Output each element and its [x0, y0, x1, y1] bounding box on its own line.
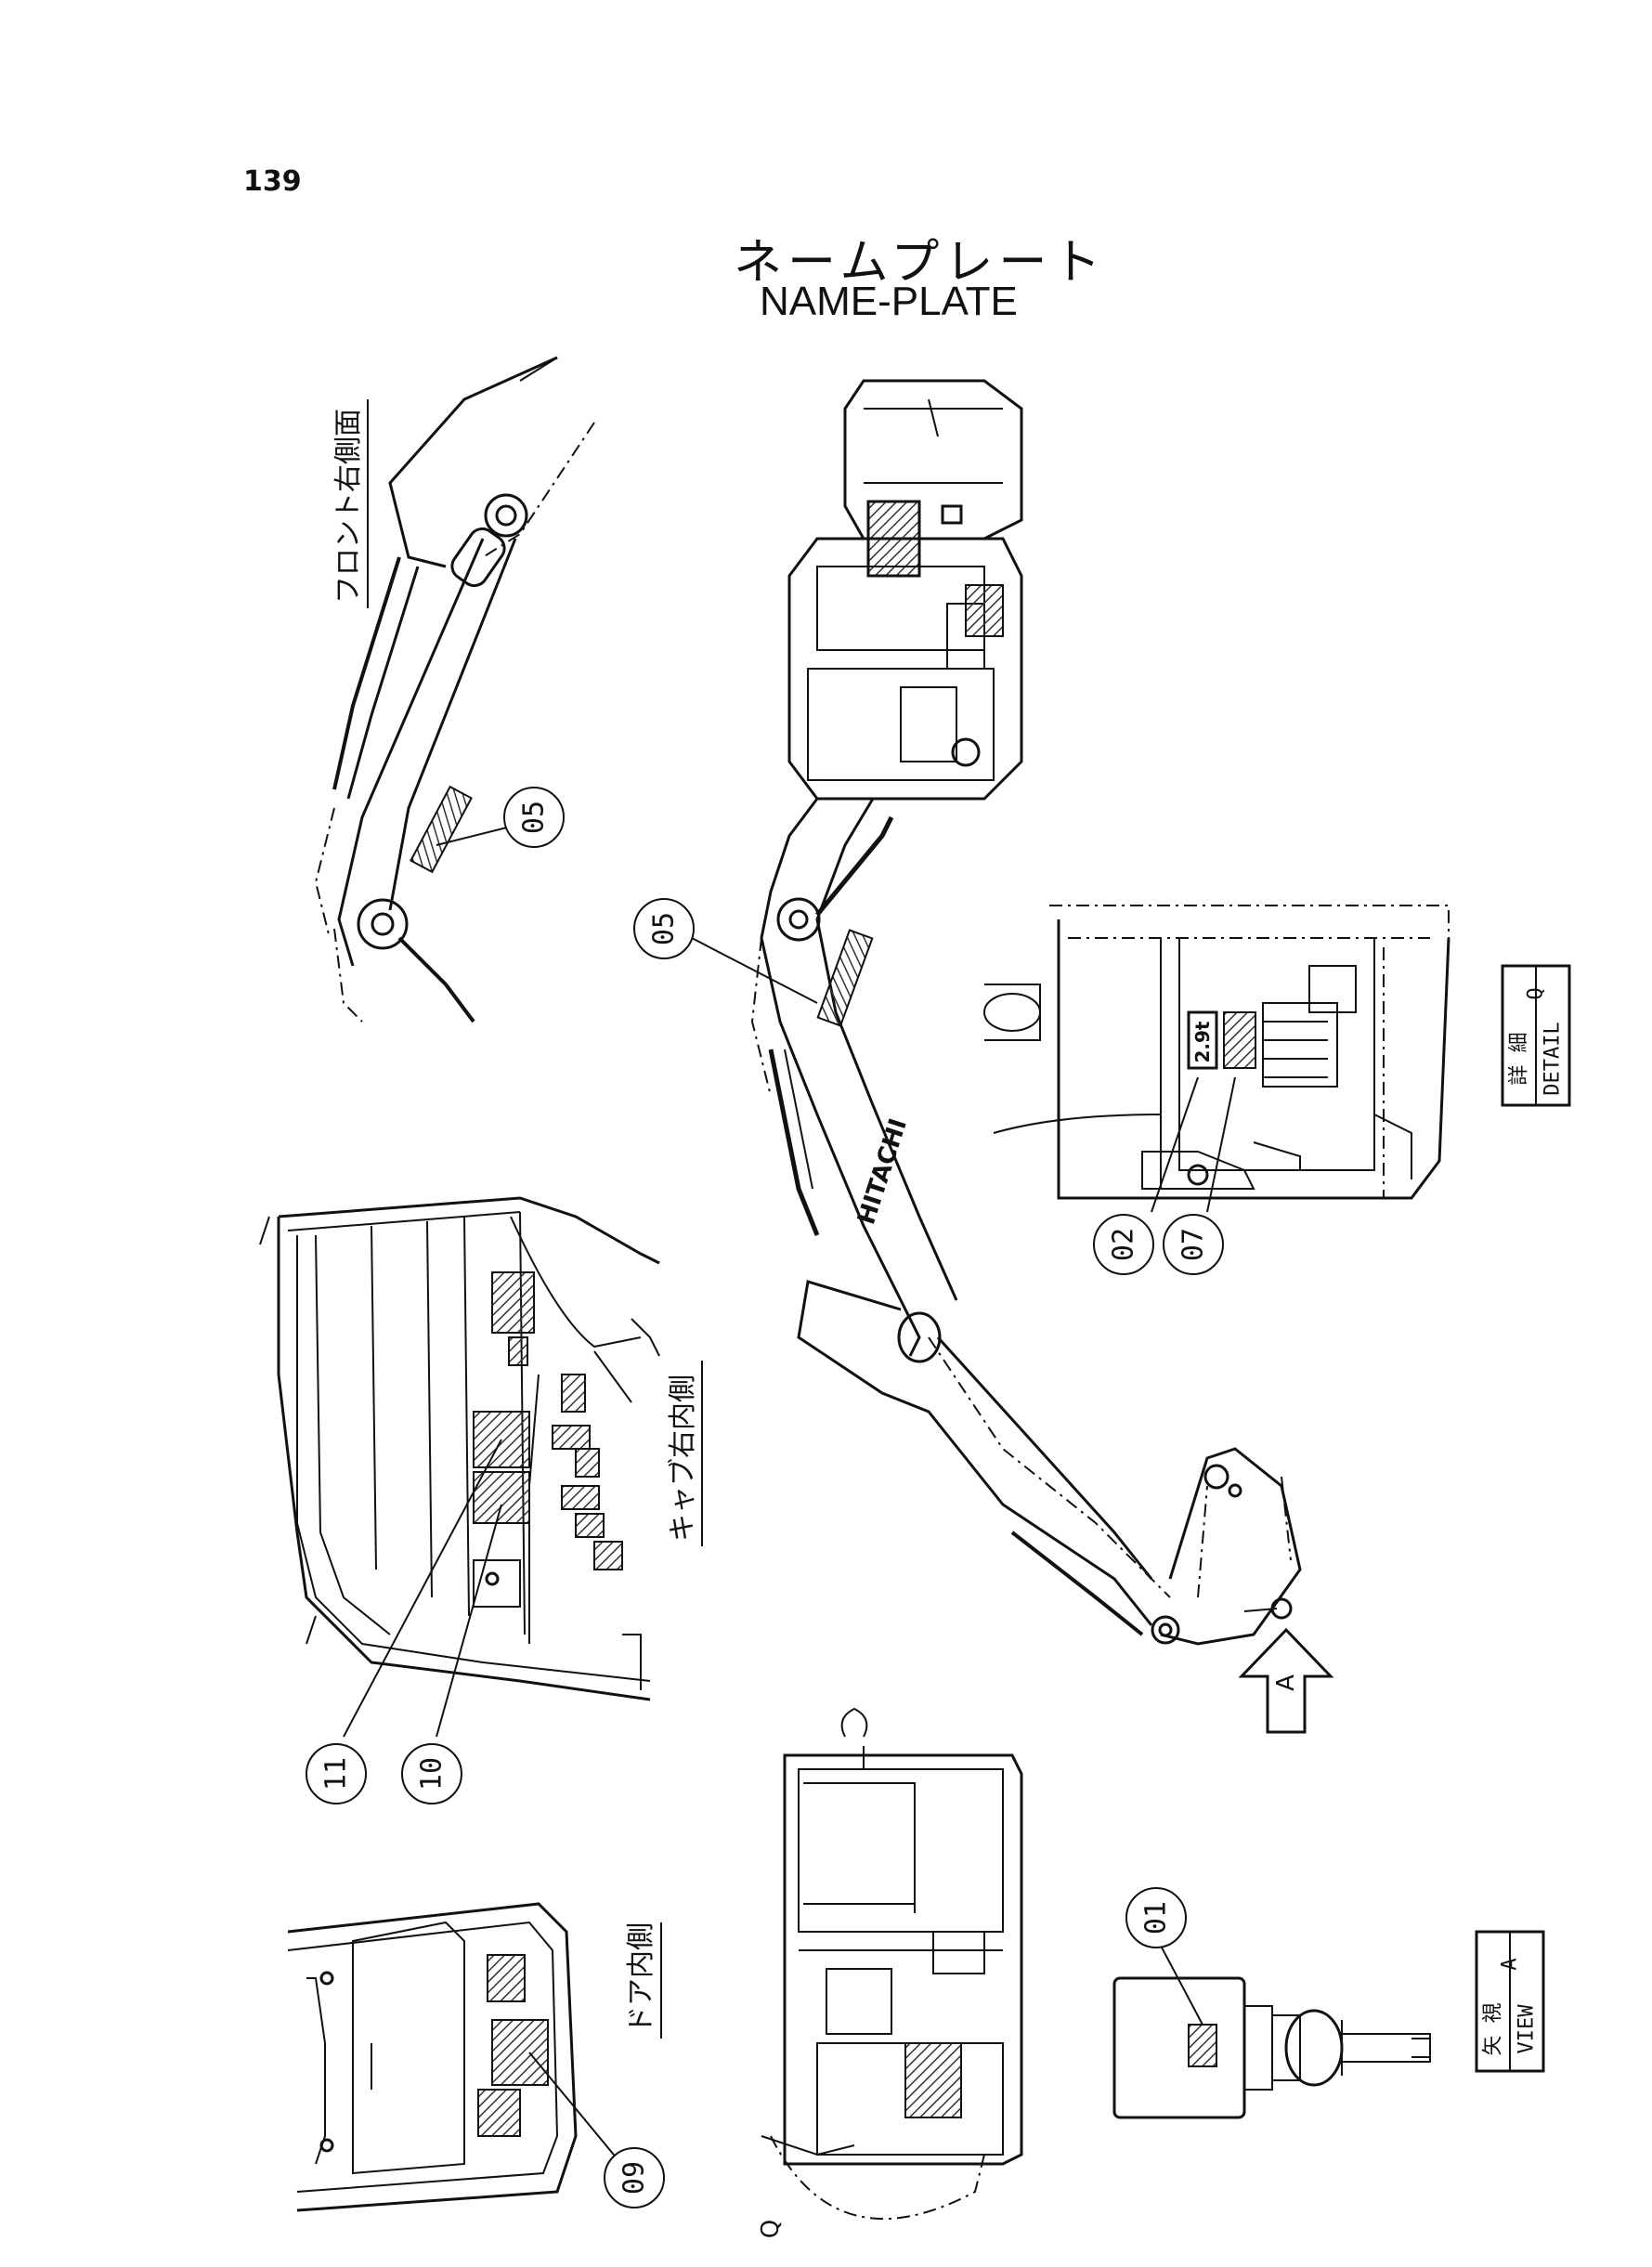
svg-text:10: 10 [416, 1757, 449, 1791]
leader-02 [1151, 1076, 1199, 1213]
weight-decal: 2.9t [1187, 1010, 1218, 1070]
title-english: NAME-PLATE [760, 279, 1018, 324]
machine-top-view [761, 1707, 1023, 2220]
svg-text:05: 05 [648, 912, 681, 945]
callout-01: 01 [1125, 1887, 1187, 1948]
load-chart-decal [1223, 1011, 1256, 1069]
svg-text:Q: Q [1525, 987, 1548, 999]
callout-11: 11 [306, 1743, 367, 1804]
cab-decals [473, 1271, 623, 1570]
svg-text:2.9t: 2.9t [1191, 1021, 1214, 1062]
svg-text:05: 05 [518, 801, 551, 834]
svg-text:矢 視: 矢 視 [1482, 2002, 1505, 2055]
leader-05-boom [691, 937, 818, 1004]
svg-text:11: 11 [320, 1757, 353, 1791]
detail-q-box: 詳 細 DETAIL Q [1501, 964, 1571, 1107]
svg-text:DETAIL: DETAIL [1541, 1022, 1565, 1095]
page-number: 139 [243, 165, 302, 198]
cab-right-inside-view [259, 1196, 660, 1701]
view-a-box: 矢 視 VIEW A [1475, 1930, 1545, 2073]
front-right-side-view [314, 356, 595, 1023]
svg-text:A: A [1272, 1674, 1300, 1691]
svg-text:01: 01 [1140, 1901, 1173, 1935]
leader-07 [1206, 1076, 1236, 1213]
callout-05-front: 05 [503, 787, 565, 848]
leader-05-front [436, 826, 512, 846]
label-front-right-side: フロント右側面 [332, 409, 365, 604]
leader-09 [528, 2052, 618, 2160]
leader-cab-label [593, 1350, 632, 1403]
view-q-marker: Q [757, 2220, 785, 2238]
label-door-inside: ドア内側 [625, 1922, 657, 2034]
callout-05-boom: 05 [633, 898, 695, 959]
callout-10: 10 [401, 1743, 462, 1804]
svg-text:09: 09 [618, 2161, 651, 2195]
door-decal-main [491, 2019, 549, 2086]
top-view-battery-decals [904, 2042, 962, 2118]
leader-11 [343, 1439, 502, 1738]
excavator-main-view: HITACHI [750, 379, 1302, 1646]
callout-09: 09 [604, 2147, 665, 2208]
door-decal-top [487, 1954, 526, 2002]
callout-07: 07 [1163, 1214, 1224, 1275]
boom-brand-decal: HITACHI [852, 1115, 913, 1228]
svg-text:A: A [1499, 1958, 1522, 1970]
svg-text:VIEW: VIEW [1515, 2004, 1539, 2054]
title-japanese: ネームプレート [734, 235, 1107, 291]
view-a-bucket-link [1112, 1976, 1431, 2119]
door-decal-small [477, 2089, 521, 2137]
leader-10 [436, 1504, 502, 1738]
svg-text:02: 02 [1108, 1228, 1140, 1261]
view-arrow-a: A [1238, 1627, 1334, 1734]
leader-01 [1160, 1945, 1203, 2026]
detail-q-view [983, 905, 1450, 1200]
svg-text:07: 07 [1177, 1228, 1210, 1261]
callout-02: 02 [1093, 1214, 1154, 1275]
svg-text:詳 細: 詳 細 [1508, 1032, 1531, 1085]
serial-plate-decal [1188, 2024, 1217, 2067]
label-cab-right-inside: キャブ右内側 [667, 1375, 699, 1542]
door-inside-view [287, 1902, 578, 2212]
